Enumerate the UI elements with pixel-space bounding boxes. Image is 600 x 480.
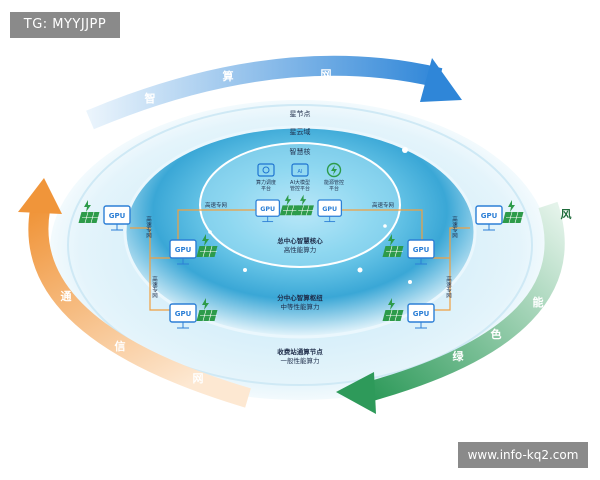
link-label-top-right: 高速专网 (372, 201, 395, 209)
ai-chip-icon (291, 163, 309, 177)
right-arc-char: 能 (533, 295, 544, 309)
gpu-label: GPU (260, 206, 275, 213)
gpu-node: GPU (295, 194, 343, 223)
top-arc-char: 算 (222, 69, 234, 83)
tier-center-title: 总中心智慧核心 (277, 236, 323, 245)
gpu-node: GPU (169, 298, 218, 329)
tier-branch-title: 分中心智算枢纽 (277, 293, 323, 302)
star-node-ring (67, 104, 533, 386)
star-node-label: 星节点 (290, 110, 311, 118)
link-label-top-left: 高速专网 (205, 201, 228, 209)
module-label: 能源管控 (324, 179, 344, 186)
core-module-ai: AI AI大模型 管控平台 (290, 163, 310, 192)
smart-core-label: 智慧核 (290, 147, 311, 156)
gpu-label: GPU (109, 212, 126, 220)
solar-panel-icon (382, 309, 404, 322)
right-arc-char: 风 (561, 207, 572, 221)
gpu-label: GPU (481, 212, 498, 220)
solar-panel-icon (279, 205, 299, 216)
link-label-left: 高速专网 (145, 215, 152, 240)
tier-center-subtitle: 高性能算力 (284, 245, 317, 254)
gpu-node: GPU (382, 298, 435, 329)
solar-panel-icon (196, 309, 218, 322)
solar-panel-icon (295, 205, 314, 216)
energy-bolt-icon (84, 200, 91, 212)
gpu-node: GPU (169, 234, 218, 265)
left-arc-char: 通 (61, 290, 72, 303)
link-label-right: 高速专网 (451, 215, 458, 240)
energy-bolt-icon (202, 298, 209, 310)
smart-core-ring (199, 142, 401, 268)
top-arc-char: 智 (145, 91, 156, 105)
energy-bolt-icon (300, 194, 307, 206)
tier-edge-title: 收费站通算节点 (277, 347, 323, 356)
solar-panel-icon (78, 211, 100, 224)
tier-edge-subtitle: 一般性能算力 (281, 356, 320, 365)
energy-bolt-icon (202, 234, 209, 246)
gpu-node: GPU (255, 194, 299, 223)
watermark-bottom-right: www.info-kq2.com (458, 442, 588, 468)
watermark-top-left: TG: MYYJJPP (10, 12, 120, 38)
dashboard-icon (257, 163, 275, 177)
gpu-label: GPU (413, 246, 430, 254)
svg-text:AI: AI (298, 169, 303, 175)
network-links (130, 209, 470, 311)
top-arc-char: 网 (321, 68, 332, 81)
module-label: AI大模型 (290, 179, 310, 186)
gpu-monitor-icon (317, 199, 343, 217)
gpu-label: GPU (175, 246, 192, 254)
gpu-label: GPU (322, 206, 337, 213)
solar-panel-icon (196, 245, 218, 258)
left-arc-char: 信 (115, 339, 126, 353)
gpu-label: GPU (175, 310, 192, 318)
top-arc-arrow (86, 55, 462, 130)
solar-panel-icon (502, 211, 524, 224)
link-label-right-low: 高速专网 (445, 275, 452, 300)
right-arc-char: 色 (491, 327, 502, 341)
right-arc-char: 源 (563, 261, 574, 275)
right-arc-char: 绿 (453, 349, 465, 363)
module-label: 平台 (261, 185, 271, 192)
module-label: 管控平台 (290, 185, 310, 192)
gpu-node: GPU (475, 200, 524, 231)
star-cloud-label: 星云域 (290, 127, 311, 136)
energy-bolt-icon (508, 200, 515, 212)
right-arc-arrow (336, 201, 565, 414)
gpu-node: GPU (382, 234, 435, 265)
core-module-energy: 能源管控 平台 (324, 162, 344, 192)
energy-cycle-icon (326, 162, 342, 178)
left-arc-arrow (18, 178, 251, 408)
link-label-left-low: 高速专网 (151, 275, 158, 300)
gpu-node: GPU (78, 200, 131, 231)
left-arc-char: 网 (193, 372, 204, 385)
energy-bolt-icon (388, 298, 395, 310)
module-label: 平台 (329, 185, 339, 192)
module-label: 算力调度 (256, 179, 276, 186)
solar-panel-icon (382, 245, 404, 258)
tier-branch-subtitle: 中等性能算力 (281, 302, 320, 311)
gpu-monitor-icon (255, 199, 281, 217)
core-module-dispatch: 算力调度 平台 (256, 163, 276, 192)
energy-bolt-icon (388, 234, 395, 246)
energy-bolt-icon (284, 194, 292, 206)
sparkles (208, 147, 412, 284)
gpu-label: GPU (413, 310, 430, 318)
